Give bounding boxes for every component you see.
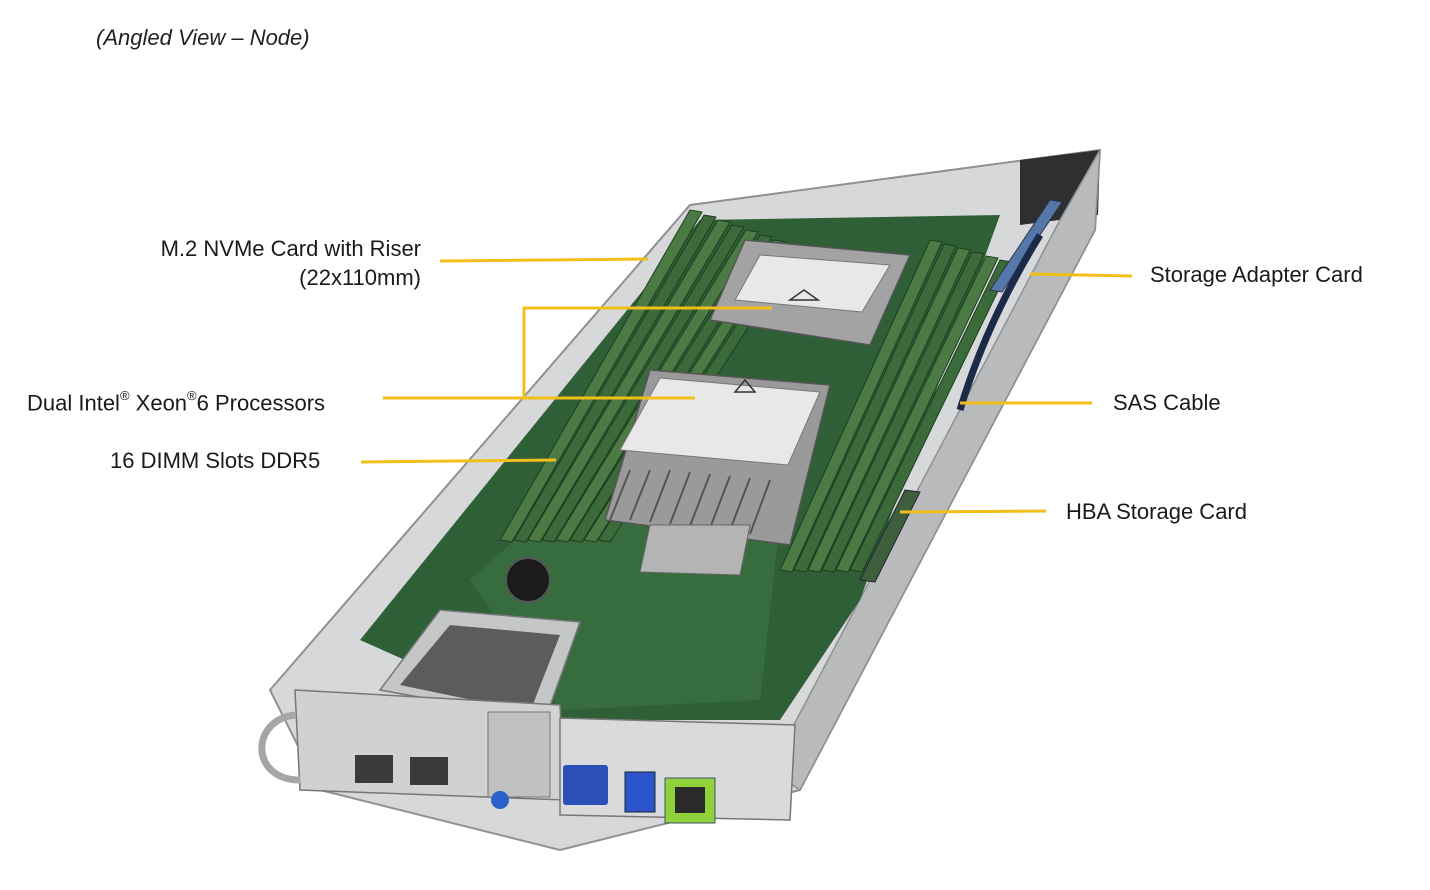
label-cpu-reg2: ® bbox=[187, 388, 197, 403]
leader-dimm bbox=[360, 458, 557, 464]
cpu-heatsink-upper bbox=[708, 239, 912, 346]
dimm-bank-right bbox=[779, 239, 1013, 573]
leader-hba bbox=[899, 509, 1047, 514]
leader-m2 bbox=[439, 257, 649, 263]
label-cpu-c: 6 Processors bbox=[196, 390, 326, 416]
cmos-battery bbox=[505, 557, 551, 603]
label-m2-line2: (22x110mm) bbox=[299, 265, 421, 290]
storage-adapter-card bbox=[989, 199, 1063, 293]
view-caption: (Angled View – Node) bbox=[96, 25, 310, 50]
sas-cable bbox=[956, 233, 1043, 412]
label-dimm-slots: 16 DIMM Slots DDR5 bbox=[110, 448, 321, 473]
rear-io-panel bbox=[294, 689, 796, 824]
label-cpu-b: Xeon bbox=[129, 390, 188, 416]
leader-lines bbox=[360, 257, 1133, 514]
label-m2-line1: M.2 NVMe Card with Riser bbox=[160, 236, 421, 261]
label-cpu-reg1: ® bbox=[119, 388, 130, 403]
pull-handle bbox=[258, 711, 301, 784]
riser-cage bbox=[378, 609, 582, 721]
leader-cpu-branch bbox=[522, 306, 772, 398]
label-sas-cable: SAS Cable bbox=[1113, 390, 1221, 415]
label-m2-nvme: M.2 NVMe Card with Riser (22x110mm) bbox=[136, 234, 421, 292]
label-cpu-a: Dual Intel bbox=[27, 390, 120, 416]
leader-storage-adapter bbox=[1029, 272, 1133, 278]
cpu-heatsink-lower bbox=[604, 369, 831, 576]
label-hba-storage: HBA Storage Card bbox=[1066, 499, 1247, 524]
label-storage-adapter: Storage Adapter Card bbox=[1150, 262, 1363, 287]
label-processors: Dual Intel® Xeon®6 Processors bbox=[27, 383, 325, 417]
